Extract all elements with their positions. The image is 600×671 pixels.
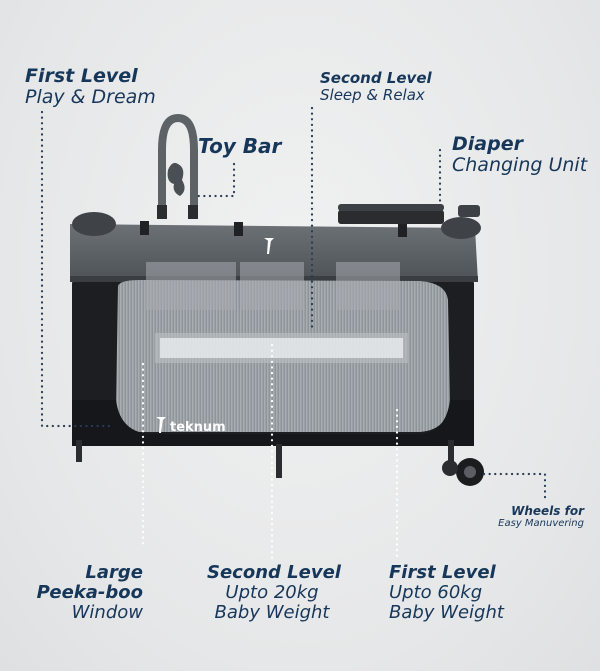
brand-mark-bottom (156, 417, 166, 433)
toy-bar (157, 113, 198, 219)
label-second-level-bottom-line3: Baby Weight (214, 602, 330, 624)
label-wheels-title: Wheels for (511, 504, 584, 518)
brand-logo-text: teknum (170, 420, 226, 435)
label-wheels: Wheels for Easy Manuvering (498, 504, 584, 530)
label-wheels-subtitle: Easy Manuvering (498, 518, 584, 530)
label-second-level-top: Second Level Sleep & Relax (320, 70, 432, 104)
playpen-body (70, 212, 484, 486)
label-second-level-bottom-line2: Upto 20kg (225, 582, 319, 604)
label-first-level-top-subtitle: Play & Dream (25, 86, 156, 109)
leader-lines (40, 106, 547, 562)
label-second-level-top-subtitle: Sleep & Relax (320, 85, 425, 104)
label-first-level-bottom-line2: Upto 60kg (389, 582, 483, 604)
label-first-level-bottom-line3: Baby Weight (389, 602, 504, 624)
label-first-level-top: First Level Play & Dream (25, 65, 156, 109)
label-window: Large Peeka-boo Window (36, 562, 143, 624)
label-first-level-bottom: First Level Upto 60kg Baby Weight (389, 562, 504, 624)
label-second-level-top-title: Second Level (320, 69, 432, 87)
label-second-level-bottom: Second Level Upto 20kg Baby Weight (207, 562, 341, 624)
label-first-level-top-title: First Level (25, 65, 138, 87)
label-window-line1: Large (85, 562, 143, 583)
label-diaper-title: Diaper (452, 133, 523, 155)
label-diaper: Diaper Changing Unit (452, 133, 588, 177)
label-diaper-subtitle: Changing Unit (452, 154, 588, 177)
label-window-line2: Peeka-boo (36, 582, 143, 604)
label-second-level-bottom-title: Second Level (207, 562, 341, 583)
diaper-changing-unit (338, 204, 480, 224)
label-toy-bar-title: Toy Bar (198, 134, 282, 158)
brand-mark-top (264, 238, 274, 254)
label-first-level-bottom-title: First Level (389, 562, 496, 583)
label-window-line3: Window (71, 602, 143, 624)
label-toy-bar: Toy Bar (198, 134, 282, 158)
